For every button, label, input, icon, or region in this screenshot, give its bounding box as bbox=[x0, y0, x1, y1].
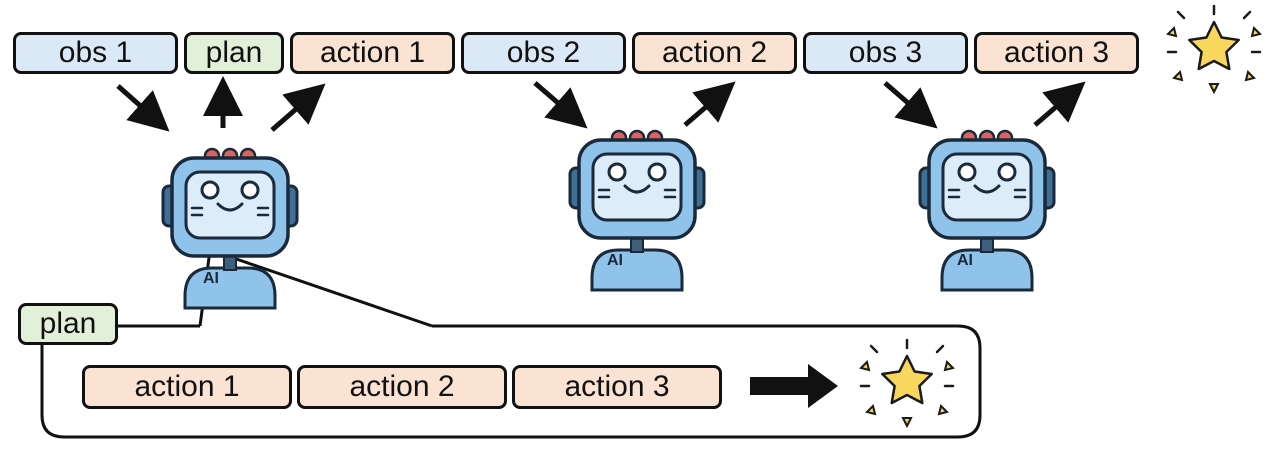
arrow-robot1-to-action1 bbox=[270, 83, 326, 132]
action-3-box-bottom: action 3 bbox=[512, 365, 722, 409]
sparkle-star-icon-bottom bbox=[859, 338, 955, 428]
plan-expansion-frame bbox=[40, 324, 982, 439]
action-3-box-top: action 3 bbox=[974, 32, 1139, 74]
robot-icon-2 bbox=[568, 129, 706, 292]
plan-box-top: plan bbox=[184, 32, 284, 74]
action-2-box-top: action 2 bbox=[632, 32, 797, 74]
robot-badge-2: AI bbox=[607, 252, 623, 269]
action-1-box-top: action 1 bbox=[290, 32, 455, 74]
arrow-robot2-to-action2 bbox=[683, 81, 736, 127]
robot-to-frame-connector bbox=[209, 248, 433, 328]
robot-icon-3 bbox=[918, 129, 1056, 292]
arrow-obs2-to-robot2 bbox=[533, 81, 588, 129]
arrow-obs1-to-robot1 bbox=[116, 84, 170, 132]
obs-1-box: obs 1 bbox=[13, 32, 178, 74]
arrow-robot3-to-action3 bbox=[1033, 81, 1086, 127]
robot-icon-1 bbox=[161, 147, 299, 310]
big-arrow-to-goal bbox=[750, 364, 838, 408]
arrow-obs3-to-robot3 bbox=[883, 81, 938, 129]
robot-badge-1: AI bbox=[203, 270, 219, 287]
robot-badge-3: AI bbox=[957, 252, 973, 269]
plan-box-bottom: plan bbox=[18, 303, 118, 345]
action-2-box-bottom: action 2 bbox=[297, 365, 507, 409]
obs-3-box: obs 3 bbox=[803, 32, 968, 74]
obs-2-box: obs 2 bbox=[461, 32, 626, 74]
sparkle-star-icon-top bbox=[1166, 4, 1262, 94]
action-1-box-bottom: action 1 bbox=[82, 365, 292, 409]
